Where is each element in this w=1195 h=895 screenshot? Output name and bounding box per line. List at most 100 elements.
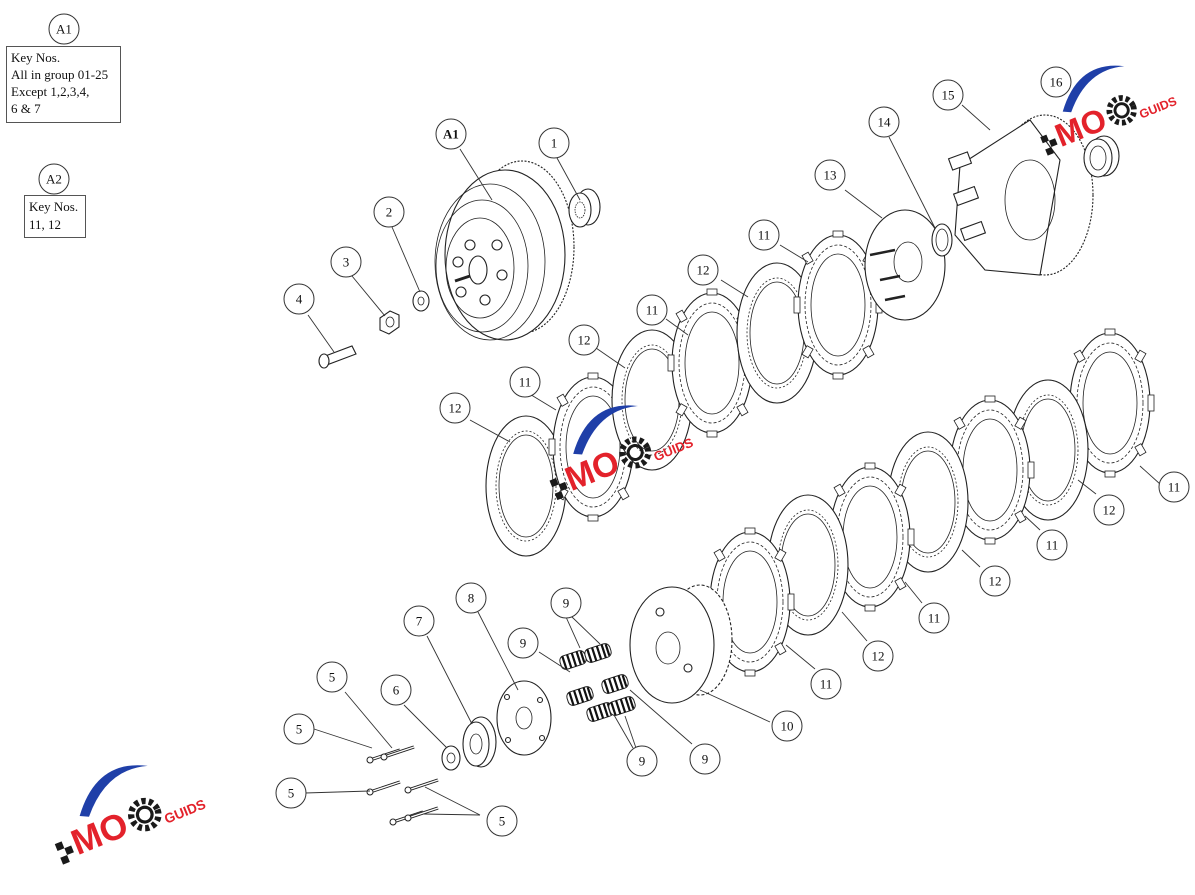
callout-a2-key: A2 xyxy=(38,163,70,195)
callout-circle xyxy=(550,587,582,619)
callout-circle xyxy=(275,777,307,809)
callout-11: 11 xyxy=(810,668,842,700)
callout-3: 3 xyxy=(330,246,362,278)
callout-circle xyxy=(509,366,541,398)
callout-8: 8 xyxy=(455,582,487,614)
swoosh-icon xyxy=(573,405,639,455)
clutch-assembly-a1 xyxy=(434,160,575,341)
callout-circle xyxy=(862,640,894,672)
callout-11: 11 xyxy=(636,294,668,326)
callout-7: 7 xyxy=(403,605,435,637)
callout-9: 9 xyxy=(689,743,721,775)
callout-circle xyxy=(403,605,435,637)
callout-circle xyxy=(486,805,518,837)
callout-circle xyxy=(748,219,780,251)
part-9-spring xyxy=(606,694,638,718)
callout-label: A2 xyxy=(46,172,62,187)
callout-layer: A112341112111211121314151611121112111211… xyxy=(275,66,1190,837)
callout-label: 12 xyxy=(578,333,591,348)
callout-label: 11 xyxy=(646,303,659,318)
callout-1: 1 xyxy=(538,127,570,159)
callout-label: 6 xyxy=(393,683,400,698)
key-box-a1: Key Nos. All in group 01-25 Except 1,2,3… xyxy=(6,46,121,123)
callout-12: 12 xyxy=(439,392,471,424)
callout-label: 11 xyxy=(1168,480,1181,495)
key-box-a1-line: 6 & 7 xyxy=(11,101,41,116)
callout-circle xyxy=(979,565,1011,597)
callout-11: 11 xyxy=(918,602,950,634)
part-7-bearing xyxy=(462,716,497,768)
part-3-nut xyxy=(379,310,400,335)
callout-4: 4 xyxy=(283,283,315,315)
callout-circle xyxy=(868,106,900,138)
logo-sub-text: GUIDS xyxy=(162,797,208,827)
gear-icon xyxy=(619,436,652,469)
swoosh-icon xyxy=(1062,65,1125,113)
callout-5: 5 xyxy=(486,805,518,837)
callout-11: 11 xyxy=(748,219,780,251)
callout-circle xyxy=(626,745,658,777)
logo-brand-text: MO xyxy=(65,804,133,863)
callout-label: 11 xyxy=(758,228,771,243)
swoosh-icon xyxy=(79,765,148,817)
key-box-a1-line: Key Nos. xyxy=(11,50,61,65)
part-6-washer xyxy=(441,745,461,771)
callout-label: 11 xyxy=(519,375,532,390)
part-16-needle-bearing xyxy=(1083,135,1120,178)
callout-11: 11 xyxy=(1036,529,1068,561)
gear-icon xyxy=(1106,95,1137,126)
callout-circle xyxy=(439,392,471,424)
key-box-a2-line: 11, 12 xyxy=(29,217,62,232)
key-box-a2-line: Key Nos. xyxy=(29,199,79,214)
callout-circle xyxy=(435,118,467,150)
callout-circle xyxy=(1040,66,1072,98)
callout-label: 12 xyxy=(1103,503,1116,518)
callout-label: 9 xyxy=(563,596,570,611)
part-14-washer xyxy=(931,223,953,257)
callout-12: 12 xyxy=(1093,494,1125,526)
part-8-lifter-plate xyxy=(496,680,552,756)
callout-label: 11 xyxy=(820,677,833,692)
callout-circle xyxy=(810,668,842,700)
callout-15: 15 xyxy=(932,79,964,111)
callout-label: 9 xyxy=(702,752,709,767)
callout-circle xyxy=(330,246,362,278)
callout-label: 5 xyxy=(499,814,506,829)
callout-label: 13 xyxy=(824,168,837,183)
checkered-flag-icon xyxy=(1040,134,1058,156)
callout-12: 12 xyxy=(862,640,894,672)
checkered-flag-icon xyxy=(54,841,74,865)
moto-guids-logo: MO GUIDS xyxy=(54,765,208,865)
callout-circle xyxy=(771,710,803,742)
callout-11: 11 xyxy=(509,366,541,398)
part-5-bolt xyxy=(365,780,402,797)
callout-14: 14 xyxy=(868,106,900,138)
callout-label: 4 xyxy=(296,292,303,307)
callout-label: 11 xyxy=(928,611,941,626)
callout-a1-key: A1 xyxy=(48,13,80,45)
callout-5: 5 xyxy=(275,777,307,809)
callout-9: 9 xyxy=(550,587,582,619)
callout-5: 5 xyxy=(283,713,315,745)
callout-circle xyxy=(568,324,600,356)
callout-circle xyxy=(689,743,721,775)
callout-circle xyxy=(918,602,950,634)
key-box-a2: Key Nos. 11, 12 xyxy=(24,195,86,238)
callout-label: 9 xyxy=(639,754,646,769)
callout-16: 16 xyxy=(1040,66,1072,98)
callout-label: 5 xyxy=(288,786,295,801)
callout-label: 16 xyxy=(1050,75,1064,90)
part-1-bushing xyxy=(568,188,601,228)
callout-label: 5 xyxy=(329,670,336,685)
part-4-stud xyxy=(318,345,357,369)
callout-label: 12 xyxy=(872,649,885,664)
callout-circle xyxy=(380,674,412,706)
callout-label: 15 xyxy=(942,88,955,103)
callout-circle xyxy=(932,79,964,111)
callout-label: A1 xyxy=(443,127,459,142)
callout-circle xyxy=(636,294,668,326)
callout-circle xyxy=(687,254,719,286)
callout-label: 9 xyxy=(520,636,527,651)
callout-12: 12 xyxy=(687,254,719,286)
